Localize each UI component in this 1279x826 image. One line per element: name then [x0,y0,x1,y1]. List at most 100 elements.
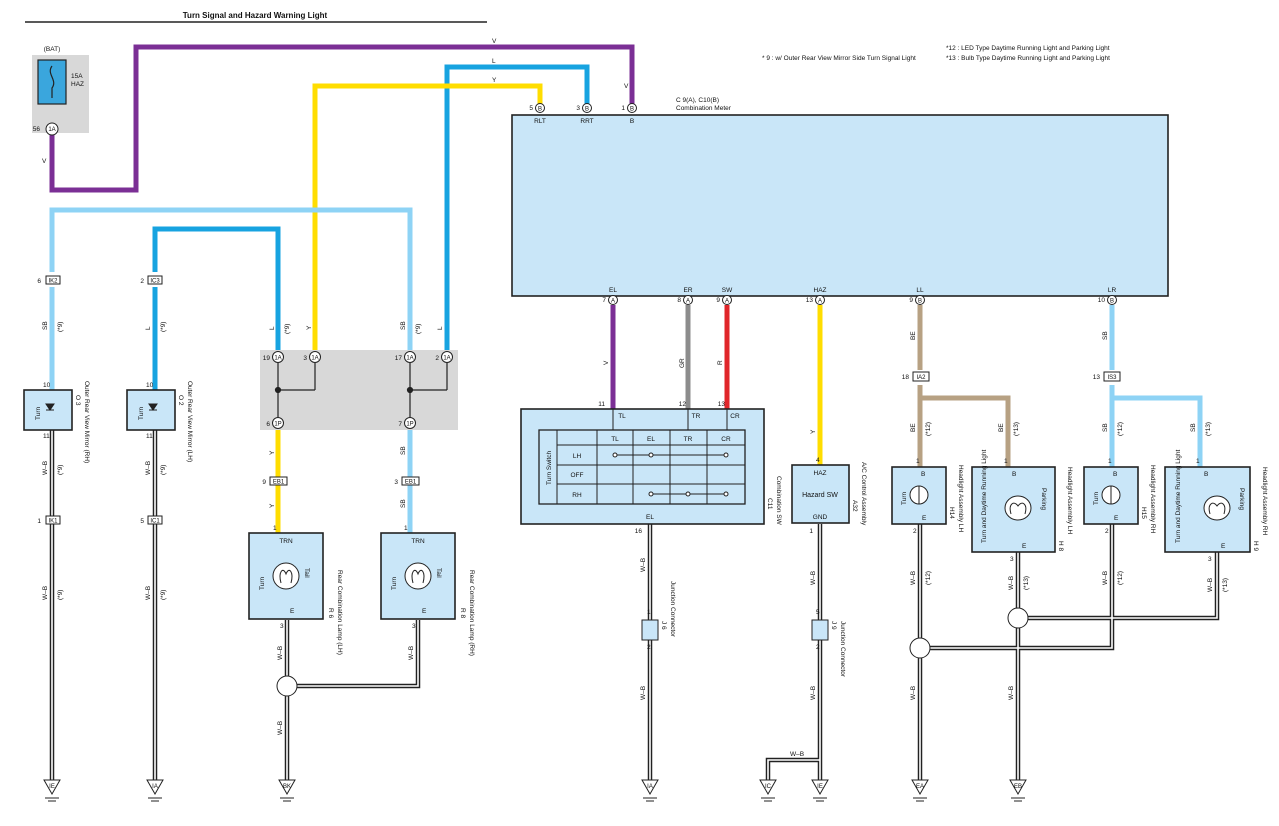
svg-text:EA: EA [916,784,924,790]
svg-text:Y: Y [269,450,276,455]
svg-text:(*13): (*13) [1205,422,1212,436]
note-13: *13 : Bulb Type Daytime Running Light an… [946,55,1110,62]
ground-splice-ea [909,637,931,659]
svg-text:(*13): (*13) [1023,576,1030,590]
svg-text:W–B: W–B [145,461,152,475]
svg-text:Turn: Turn [901,491,908,505]
svg-text:A: A [611,299,615,305]
svg-text:A/C Control Assembly: A/C Control Assembly [860,462,867,526]
svg-text:(*12): (*12) [925,571,932,585]
svg-text:EB: EB [1014,784,1022,790]
svg-text:IK2: IK2 [48,279,58,285]
svg-text:TR: TR [684,436,693,443]
wire-v-battery [49,44,635,193]
svg-text:(*9): (*9) [160,590,167,600]
ground-splice-eb [1007,607,1029,629]
svg-text:EL: EL [609,287,617,294]
svg-text:Headlight Assembly RH: Headlight Assembly RH [1261,467,1268,536]
svg-text:IE: IE [49,784,55,790]
svg-text:Junction Connector: Junction Connector [839,621,846,678]
svg-text:E: E [922,515,927,522]
svg-text:10: 10 [146,382,154,389]
svg-text:LL: LL [916,287,924,294]
svg-text:Headlight Assembly RH: Headlight Assembly RH [1149,465,1156,534]
svg-text:6: 6 [37,278,41,285]
meter-top-pins: 5 B RLT 3 B RRT 1 B B [529,103,637,125]
svg-text:2: 2 [435,355,439,362]
svg-text:SB: SB [1102,423,1109,432]
svg-text:Outer Rear View Mirror (LH): Outer Rear View Mirror (LH) [186,381,193,462]
svg-text:1A: 1A [311,356,318,362]
svg-text:W–B: W–B [1207,578,1214,592]
svg-text:W–B: W–B [640,686,647,700]
svg-text:W–B: W–B [277,721,284,735]
svg-text:1P: 1P [274,422,281,428]
svg-text:Turn Switch: Turn Switch [546,451,553,485]
svg-text:W–B: W–B [910,571,917,585]
ground-ia-1: IA [146,779,164,802]
svg-text:Junction Connector: Junction Connector [669,581,676,638]
wire-sb-h9 [1112,395,1203,467]
svg-text:E: E [1114,515,1119,522]
svg-text:A: A [725,299,729,305]
wire-group [49,44,1203,533]
svg-text:B: B [538,107,542,113]
svg-text:9: 9 [909,297,913,304]
rear-lamp-rh: 1 TRN Turn Tail E 3 R 8 Rear Combination… [380,525,475,660]
svg-text:6: 6 [266,421,270,428]
headlight-h9: 1 B Turn and Daytime Running Light Parki… [1164,449,1268,592]
svg-text:W–B: W–B [910,686,917,700]
svg-text:3: 3 [280,623,284,630]
headlight-h14: 1 B Turn E 2 H14 Headlight Assembly LH W… [891,458,964,700]
headlight-h15: 1 B Turn E 2 H15 Headlight Assembly RH W… [1083,458,1156,585]
svg-text:V: V [603,360,610,365]
svg-text:W–B: W–B [640,558,647,572]
svg-text:12: 12 [679,401,687,408]
svg-text:(*9): (*9) [284,324,291,334]
headlight-connectors: IA2 18 IS3 13 BE SB BE (*12) BE (*13) SB… [902,331,1212,436]
svg-text:Y: Y [306,325,313,330]
svg-text:18: 18 [902,374,910,381]
svg-text:Headlight Assembly LH: Headlight Assembly LH [1066,467,1073,535]
svg-text:7: 7 [602,297,606,304]
note-9: * 9 : w/ Outer Rear View Mirror Side Tur… [762,55,916,62]
svg-text:5: 5 [816,609,820,616]
svg-text:11: 11 [598,401,605,408]
svg-text:Rear Combination Lamp (RH): Rear Combination Lamp (RH) [468,570,475,656]
svg-text:IA: IA [647,784,653,790]
svg-text:B: B [1204,471,1208,478]
svg-text:A: A [686,299,690,305]
splice-internal [274,363,448,417]
battery-pin: 56 [33,126,41,133]
svg-text:IA: IA [152,784,158,790]
svg-text:10: 10 [1098,297,1106,304]
svg-text:(*13): (*13) [1013,422,1020,436]
svg-text:1: 1 [809,528,813,535]
svg-text:B: B [630,107,634,113]
svg-text:1A: 1A [406,356,413,362]
meter-pin-rlt: RLT [534,118,546,125]
ground-ic: IC [759,779,777,802]
svg-text:LH: LH [573,453,582,460]
svg-text:3: 3 [394,479,398,486]
svg-text:1P: 1P [406,422,413,428]
wire-labels: V L Y V V [42,38,629,165]
svg-text:L: L [145,326,152,330]
svg-text:(*9): (*9) [160,322,167,332]
svg-text:1: 1 [404,525,408,532]
svg-text:W–B: W–B [277,646,284,660]
svg-text:(*9): (*9) [57,465,64,475]
svg-text:B: B [921,471,925,478]
svg-text:(*12): (*12) [1117,422,1124,436]
svg-text:5: 5 [529,105,533,112]
svg-text:(*9): (*9) [57,590,64,600]
svg-text:1: 1 [916,458,920,465]
svg-text:B: B [1012,471,1016,478]
svg-text:TRN: TRN [279,538,293,545]
svg-text:SB: SB [400,321,407,330]
svg-text:(*12): (*12) [925,422,932,436]
svg-text:13: 13 [718,401,726,408]
svg-text:IC1: IC1 [150,519,160,525]
svg-text:W–B: W–B [810,571,817,585]
